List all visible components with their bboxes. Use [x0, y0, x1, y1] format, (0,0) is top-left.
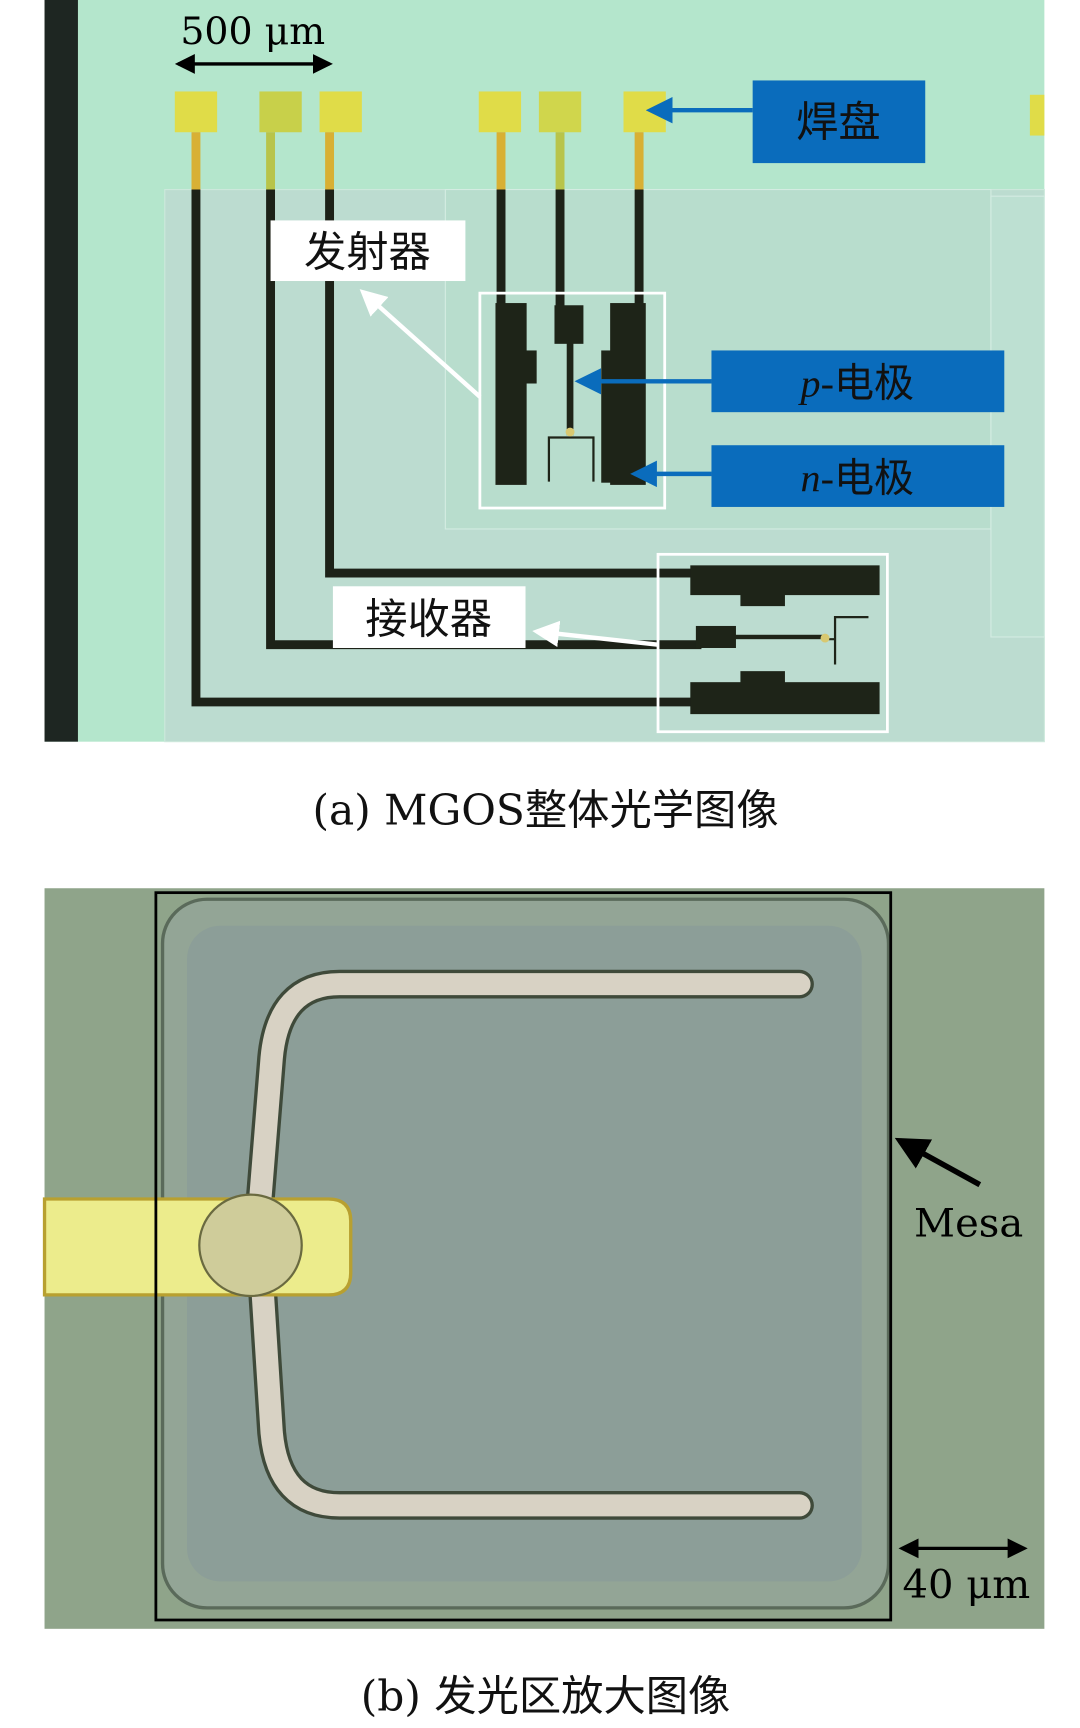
emitter-highlight-box [478, 291, 667, 510]
receiver-label: 接收器 [365, 597, 492, 644]
traces [191, 189, 702, 707]
mesa-frame [154, 891, 893, 1622]
emitter-arrow [359, 289, 482, 399]
panel-b-micrograph: Mesa 40 μm [42, 888, 1045, 1629]
n-electrode-label: n-电极 [801, 456, 915, 501]
scale-bar-40um-label: 40 μm [903, 1562, 1031, 1608]
mesa-label: Mesa [914, 1201, 1023, 1247]
caption-a: (a) MGOS整体光学图像 [312, 786, 778, 835]
emitter-device [495, 303, 646, 485]
mesa-arrow [894, 1137, 982, 1188]
receiver-label-box [332, 586, 526, 648]
n-electrode-label-box [711, 445, 1005, 507]
panel-a-micrograph: 焊盘 p-电极 n-电极 发射器 接收器 500 μm [44, 0, 1045, 743]
contact-pad [198, 1193, 303, 1298]
receiver-arrow [532, 620, 659, 648]
caption-b: (b) 发光区放大图像 [361, 1672, 731, 1721]
scale-bar-500um-label: 500 μm [180, 9, 325, 53]
receiver-device [690, 565, 880, 715]
wafer-edge [44, 0, 78, 742]
emitter-label-box [270, 220, 466, 282]
gold-interconnect [42, 1197, 353, 1297]
pad-label: 焊盘 [796, 100, 881, 147]
pad-label-box [752, 80, 926, 164]
p-electrode-label: p-电极 [798, 361, 915, 406]
p-electrode-label-box [711, 350, 1005, 413]
emitter-label: 发射器 [304, 230, 431, 277]
